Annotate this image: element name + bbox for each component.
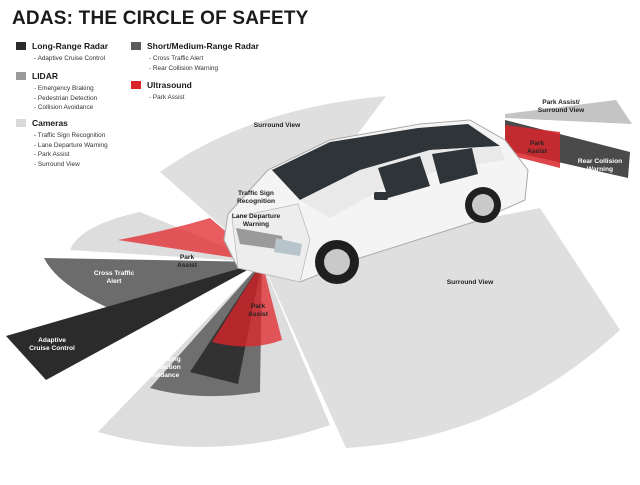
zone-label-park-assist-front-right: Park Assist <box>248 303 268 319</box>
zone-label-park-assist-surround-view: Park Assist/ Surround View <box>538 99 584 115</box>
zone-label-park-assist-rear: Park Assist <box>527 140 547 156</box>
zone-label-rear-collision-warning: Rear Collision Warning <box>578 158 622 174</box>
label-line: Lane Departure <box>231 213 281 220</box>
legend-item: Lane Departure Warning <box>34 141 108 151</box>
label-line: Pedestrian Detection <box>115 364 181 371</box>
legend-cameras: Cameras Traffic Sign Recognition Lane De… <box>16 118 108 169</box>
ultrasound-front-left-zone <box>118 218 262 262</box>
legend-short-medium-radar: Short/Medium-Range Radar Cross Traffic A… <box>131 41 259 73</box>
zone-label-cross-traffic-alert: Cross Traffic Alert <box>94 270 134 286</box>
car-illustration <box>223 119 529 284</box>
legend-item: Park Assist <box>149 93 192 103</box>
label-line: Park <box>529 140 545 147</box>
label-line: Warning <box>586 166 614 173</box>
long-range-radar-swatch <box>16 42 26 50</box>
label-line: Surround View <box>537 107 585 114</box>
label-line: Assist <box>248 311 268 318</box>
label-line: Cross Traffic <box>93 270 135 277</box>
cameras-swatch <box>16 119 26 127</box>
legend-label: LIDAR <box>32 71 58 81</box>
zone-label-lane-departure-warning: Lane Departure Warning <box>232 213 280 229</box>
label-line: Recognition <box>236 198 276 205</box>
legend-item: Cross Traffic Alert <box>149 54 259 64</box>
ultrasound-front-right-zone <box>212 262 282 347</box>
zone-label-park-assist-front-left: Park Assist <box>177 254 197 270</box>
legend-item: Traffic Sign Recognition <box>34 131 108 141</box>
cross-traffic-radar-zone <box>44 258 262 318</box>
legend-label: Short/Medium-Range Radar <box>147 41 259 51</box>
legend-label: Long-Range Radar <box>32 41 109 51</box>
legend-item: Collision Avoidance <box>34 103 97 113</box>
label-line: Cruise Control <box>29 345 75 352</box>
short-medium-radar-swatch <box>131 42 141 50</box>
legend-item: Pedestrian Detection <box>34 94 97 104</box>
zone-label-surround-view-top: Surround View <box>253 122 301 129</box>
label-line: Assist <box>527 148 547 155</box>
label-line: Warning <box>242 221 270 228</box>
legend-lidar: LIDAR Emergency Braking Pedestrian Detec… <box>16 71 97 113</box>
legend-item: Emergency Braking <box>34 84 97 94</box>
lidar-swatch <box>16 72 26 80</box>
legend-item: Rear Collision Warning <box>149 64 259 74</box>
legend-item: Surround View <box>34 160 108 170</box>
legend-label: Ultrasound <box>147 80 192 90</box>
adaptive-cruise-beam <box>6 262 262 380</box>
legend-long-range-radar: Long-Range Radar Adaptive Cruise Control <box>16 41 108 64</box>
zone-label-surround-view-right: Surround View <box>446 279 494 286</box>
label-line: Collision Avoidance <box>116 372 180 379</box>
legend-item: Park Assist <box>34 150 108 160</box>
label-line: Traffic Sign <box>238 190 274 197</box>
park-assist-surround-view-zone <box>505 100 632 124</box>
label-line: Rear Collision <box>577 158 623 165</box>
label-line: Adaptive <box>38 337 66 344</box>
legend-ultrasound: Ultrasound Park Assist <box>131 80 192 103</box>
label-line: Park <box>250 303 266 310</box>
ultrasound-swatch <box>131 81 141 89</box>
legend-item: Adaptive Cruise Control <box>34 54 108 64</box>
label-line: Assist <box>177 262 197 269</box>
page-title: ADAS: THE CIRCLE OF SAFETY <box>12 8 309 29</box>
label-line: Emergency Breaking <box>115 356 181 363</box>
legend-label: Cameras <box>32 118 68 128</box>
zone-label-adaptive-cruise-control: Adaptive Cruise Control <box>29 337 75 353</box>
label-line: Park Assist/ <box>542 99 580 106</box>
label-line: Alert <box>106 278 122 285</box>
label-line: Park <box>179 254 195 261</box>
zone-label-traffic-sign-recognition: Traffic Sign Recognition <box>237 190 275 206</box>
zone-label-emergency-braking-group: Emergency Breaking Pedestrian Detection … <box>115 356 181 380</box>
